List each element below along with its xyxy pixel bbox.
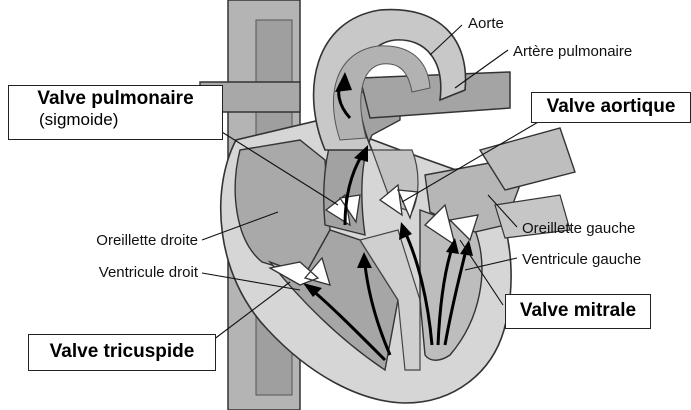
pulmonary-artery-branch xyxy=(360,72,510,118)
box-valve-tricuspide-title: Valve tricuspide xyxy=(29,341,215,363)
box-valve-mitrale: Valve mitrale xyxy=(505,294,651,329)
label-ventricule-droit: Ventricule droit xyxy=(99,264,199,281)
label-aorte: Aorte xyxy=(468,15,504,32)
box-valve-pulmonaire-subtitle: (sigmoide) xyxy=(15,110,216,130)
box-valve-pulmonaire: Valve pulmonaire (sigmoide) xyxy=(8,85,223,140)
box-valve-pulmonaire-title: Valve pulmonaire xyxy=(15,88,216,110)
label-oreillette-gauche: Oreillette gauche xyxy=(522,220,635,237)
box-valve-mitrale-title: Valve mitrale xyxy=(506,300,650,322)
label-oreillette-droite: Oreillette droite xyxy=(96,232,198,249)
box-valve-aortique-title: Valve aortique xyxy=(532,96,690,118)
label-ventricule-gauche: Ventricule gauche xyxy=(522,251,641,268)
box-valve-tricuspide: Valve tricuspide xyxy=(28,334,216,371)
label-artere-pulmonaire: Artère pulmonaire xyxy=(513,43,632,60)
box-valve-aortique: Valve aortique xyxy=(531,92,691,123)
